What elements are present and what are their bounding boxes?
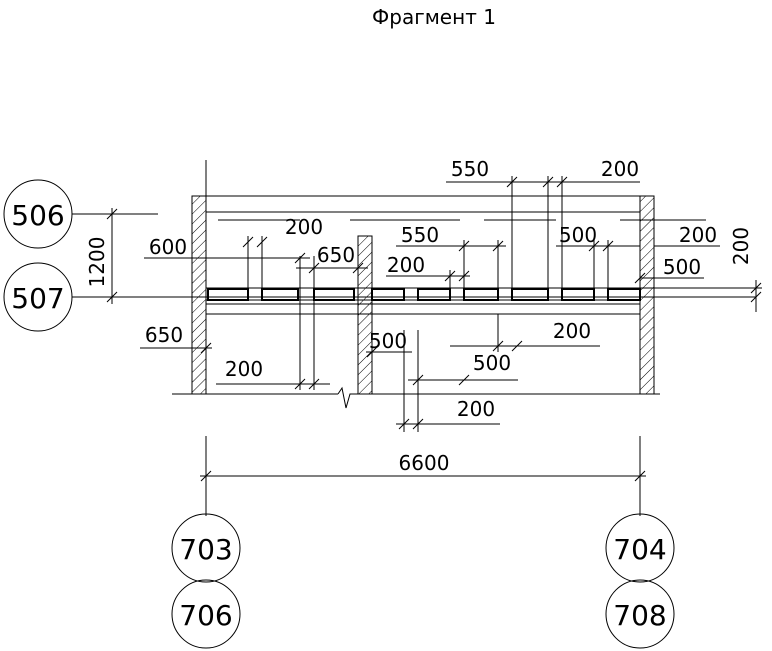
- dim-500-lower-center: 500: [473, 351, 511, 375]
- dim-200-mid: 200: [387, 253, 425, 277]
- axis-bubble-703: 703: [171, 513, 241, 583]
- dim-200-right-edge: 200: [679, 223, 717, 247]
- axis-bubble-708: 708: [605, 579, 675, 649]
- wall-left: [191, 195, 207, 395]
- dim-200-vertical: 200: [729, 227, 753, 265]
- axis-bubble-704: 704: [605, 513, 675, 583]
- wall-partition: [357, 235, 373, 395]
- axis-label-703: 703: [179, 533, 232, 566]
- dim-600: 600: [149, 235, 187, 259]
- dim-650-upper: 650: [317, 243, 355, 267]
- axis-label-507: 507: [11, 282, 64, 315]
- building-outline: [172, 195, 660, 432]
- axis-bubble-507: 507: [3, 262, 73, 332]
- dim-6600: 6600: [399, 451, 450, 475]
- dimension-labels: 6600 1200 200 550 200 200 600 650 550 50…: [85, 157, 753, 475]
- dim-200-lower-right: 200: [553, 319, 591, 343]
- wall-right: [639, 195, 655, 395]
- axis-bubble-506: 506: [3, 179, 73, 249]
- axis-label-706: 706: [179, 599, 232, 632]
- dim-550-top: 550: [451, 157, 489, 181]
- dim-200-bottom: 200: [457, 397, 495, 421]
- axis-label-708: 708: [613, 599, 666, 632]
- axis-label-506: 506: [11, 199, 64, 232]
- dim-550-mid: 550: [401, 223, 439, 247]
- axis-label-704: 704: [613, 533, 666, 566]
- fragment-title: Фрагмент 1: [372, 5, 496, 29]
- dim-500-right: 500: [663, 255, 701, 279]
- dim-200-upper-left: 200: [285, 215, 323, 239]
- dim-500-lower: 500: [369, 329, 407, 353]
- dim-200-lower-left: 200: [225, 357, 263, 381]
- dim-1200: 1200: [85, 237, 109, 288]
- dim-500-upper-right: 500: [559, 223, 597, 247]
- dimension-lines: [106, 176, 762, 482]
- dim-200-top-right: 200: [601, 157, 639, 181]
- axis-bubble-706: 706: [171, 579, 241, 649]
- dim-650-lower: 650: [145, 323, 183, 347]
- block-row: [206, 287, 641, 301]
